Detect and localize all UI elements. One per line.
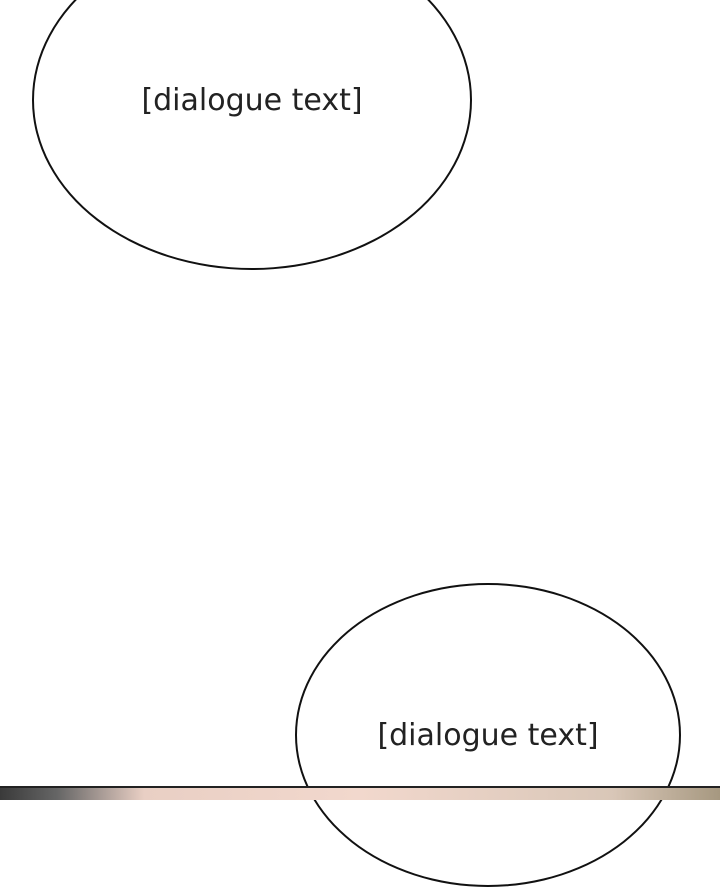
bubble-text-bottom: [dialogue text] [377,717,599,753]
illustration-strip [0,786,720,800]
bubble-text-top: [dialogue text] [141,82,363,118]
speech-bubble-bottom: [dialogue text] [295,583,681,887]
speech-bubble-top: [dialogue text] [32,0,472,270]
